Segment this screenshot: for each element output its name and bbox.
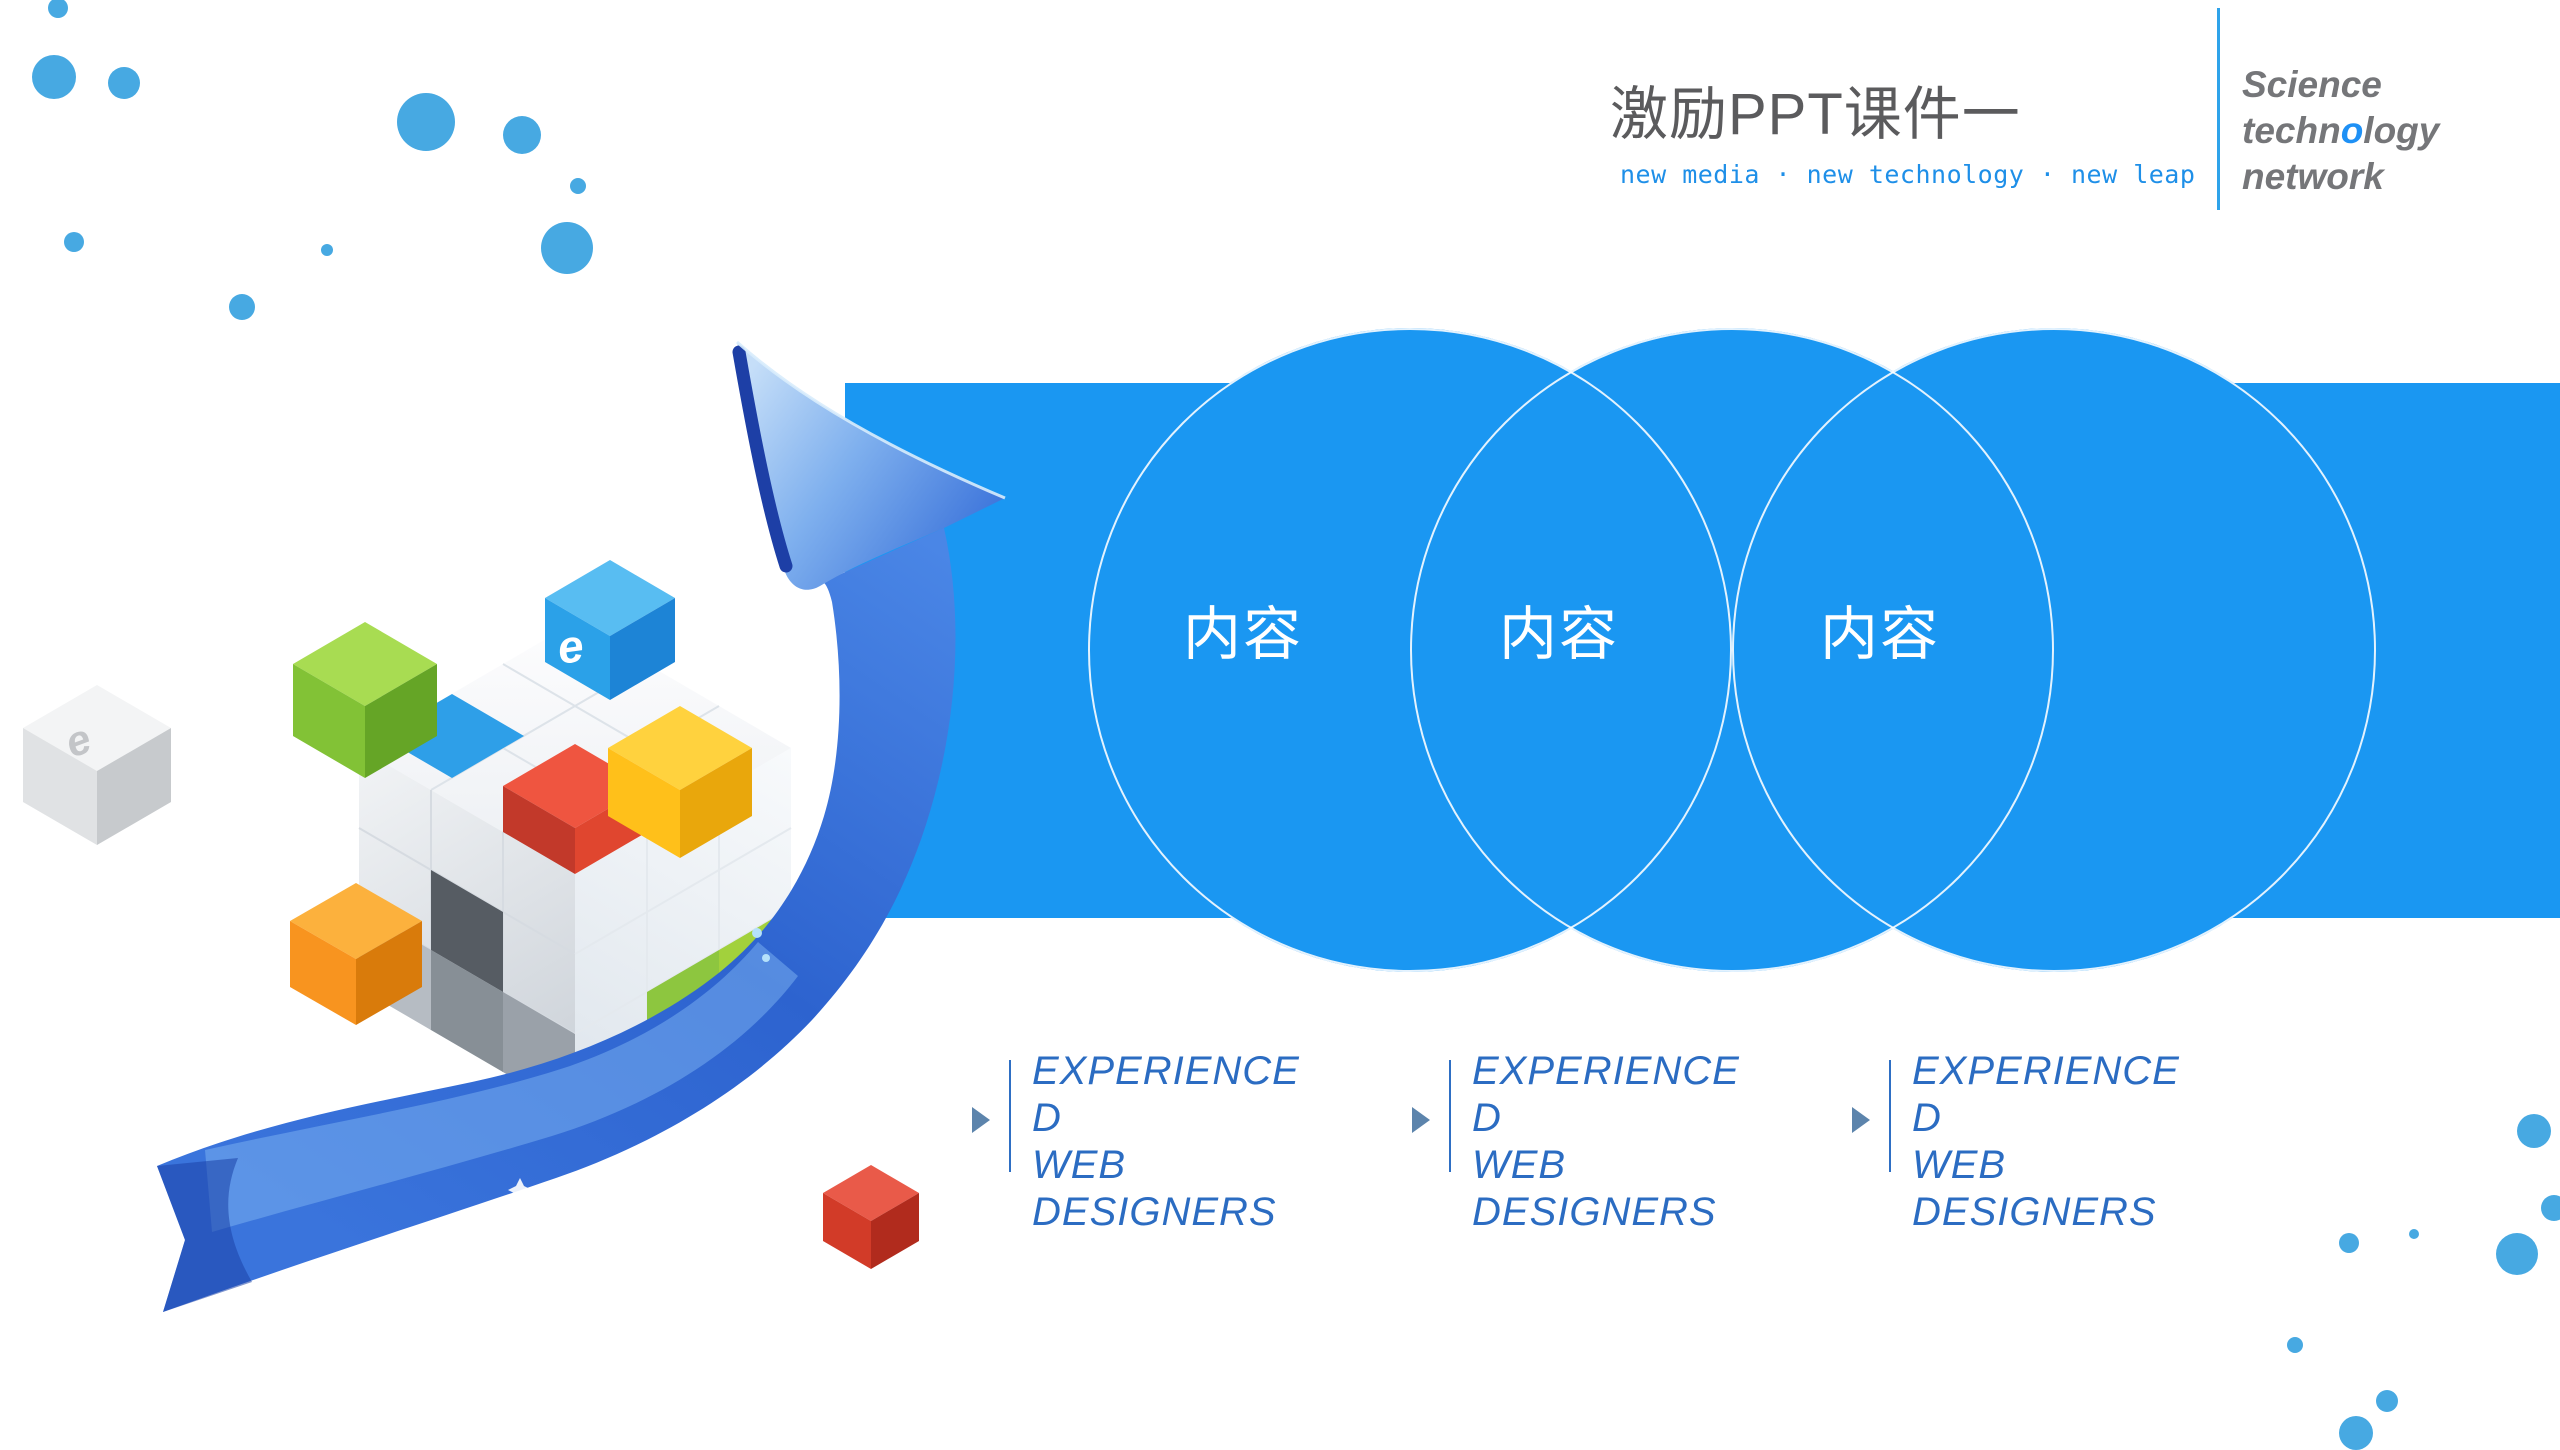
header-divider [2217, 8, 2220, 210]
feature-2-rule [1449, 1060, 1451, 1172]
decor-dot [48, 0, 68, 18]
decor-dot [64, 232, 84, 252]
feature-1-rule [1009, 1060, 1011, 1172]
feature-line: DESIGNERS [1472, 1190, 1717, 1234]
feature-1-arrow-icon [972, 1107, 990, 1133]
logo-o-accent: o [2340, 110, 2364, 151]
decor-dot [2517, 1114, 2551, 1148]
feature-line: WEB [1912, 1143, 2007, 1187]
decor-dot [229, 294, 255, 320]
circle-3-label: 内容 [1819, 602, 1940, 667]
feature-line: D [1032, 1096, 1062, 1140]
circle-3-outline [1732, 328, 2376, 972]
decor-dot [32, 55, 76, 99]
logo-text: Science technology network [2242, 62, 2439, 200]
feature-2-text: EXPERIENCE D WEB DESIGNERS [1472, 1048, 1740, 1236]
feature-line: D [1912, 1096, 1942, 1140]
feature-line: EXPERIENCE [1472, 1049, 1740, 1093]
feature-3-arrow-icon [1852, 1107, 1870, 1133]
decor-dot [2339, 1416, 2373, 1450]
decor-dot [397, 93, 455, 151]
feature-line: EXPERIENCE [1912, 1049, 2180, 1093]
decor-dot [321, 244, 333, 256]
feature-1-text: EXPERIENCE D WEB DESIGNERS [1032, 1048, 1300, 1236]
decor-dot [503, 116, 541, 154]
feature-line: DESIGNERS [1912, 1190, 2157, 1234]
page-title: 激励PPT课件一 [1610, 82, 2021, 147]
decor-dot [2409, 1229, 2419, 1239]
feature-line: WEB [1032, 1143, 1127, 1187]
decor-dot [2339, 1233, 2359, 1253]
decor-dot [108, 67, 140, 99]
decor-dot [2376, 1390, 2398, 1412]
feature-2-arrow-icon [1412, 1107, 1430, 1133]
logo-line-3: network [2242, 156, 2384, 197]
decor-dot [2287, 1337, 2303, 1353]
decor-dot [2541, 1195, 2560, 1221]
decor-dot [541, 222, 593, 274]
logo-line-2: technology [2242, 110, 2440, 151]
decor-dot [2496, 1233, 2538, 1275]
feature-3-rule [1889, 1060, 1891, 1172]
page-subtitle: new media · new technology · new leap [1620, 160, 2196, 189]
circle-2-label: 内容 [1498, 602, 1619, 667]
circle-1-label: 内容 [1182, 602, 1303, 667]
decor-dot [570, 178, 586, 194]
feature-line: D [1472, 1096, 1502, 1140]
logo-line-1: Science [2242, 64, 2382, 105]
feature-line: EXPERIENCE [1032, 1049, 1300, 1093]
feature-3-text: EXPERIENCE D WEB DESIGNERS [1912, 1048, 2180, 1236]
feature-line: DESIGNERS [1032, 1190, 1277, 1234]
feature-line: WEB [1472, 1143, 1567, 1187]
